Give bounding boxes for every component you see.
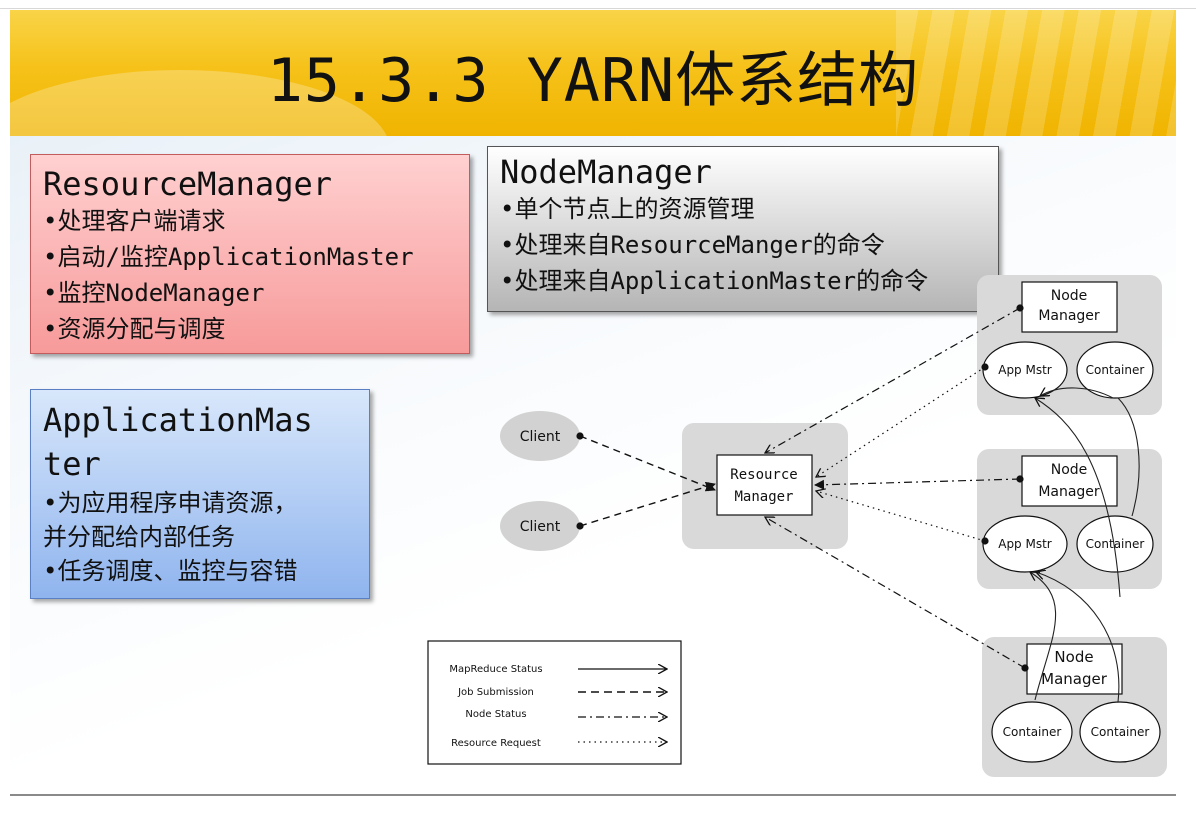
slide-title: 15.3.3 YARN体系结构 [266, 46, 920, 116]
application-master-item: 并分配给内部任务 [43, 523, 235, 551]
node-manager-item: •单个节点上的资源管理 [500, 195, 755, 223]
container-label: Container [1086, 537, 1145, 551]
resource-request-edge [816, 367, 985, 477]
resource-manager-node [716, 454, 813, 516]
mapreduce-status-edge [1030, 572, 1056, 701]
application-master-item: •为应用程序申请资源， [43, 489, 298, 517]
legend-label: Node Status [465, 709, 526, 720]
application-master-heading-cont: ter [43, 445, 101, 483]
node-manager-item: •处理来自ApplicationMaster的命令 [500, 267, 929, 295]
resource-manager-item: •资源分配与调度 [43, 315, 226, 343]
node-manager-label: Node [1051, 288, 1088, 304]
client-node-1 [500, 411, 580, 461]
job-submission-edge [576, 432, 716, 492]
node-manager-3 [1026, 643, 1123, 695]
mapreduce-status-edge [1117, 397, 1140, 517]
node-manager-box: NodeManager •单个节点上的资源管理 •处理来自ResourceMan… [487, 146, 999, 312]
node-manager-heading: NodeManager [500, 153, 712, 191]
application-master-item: •任务调度、监控与容错 [43, 557, 298, 585]
container-label: Container [1086, 363, 1145, 377]
node-manager-label: Node [1054, 648, 1093, 666]
client-label-1: Client [520, 429, 561, 445]
application-master-heading: ApplicationMas [43, 401, 313, 439]
node-manager-label: Manager [1038, 308, 1100, 324]
node-manager-2 [1021, 455, 1118, 507]
container-node-3a [991, 701, 1073, 763]
resource-manager-item: •处理客户端请求 [43, 207, 226, 235]
mapreduce-status-edge [1036, 572, 1120, 703]
node-manager-item: •处理来自ResourceManger的命令 [500, 231, 885, 259]
node-status-edge [765, 517, 1025, 668]
title-banner: 15.3.3 YARN体系结构 [10, 10, 1176, 136]
container-label: Container [1003, 725, 1062, 739]
resource-manager-heading: ResourceManager [43, 165, 332, 203]
client-node-2 [500, 501, 580, 551]
app-master-label: App Mstr [998, 363, 1052, 377]
legend-box [427, 640, 682, 765]
legend-label: MapReduce Status [449, 664, 542, 675]
node-manager-label: Manager [1038, 484, 1100, 500]
resource-manager-label: Resource [730, 467, 797, 483]
container-label: Container [1091, 725, 1150, 739]
container-node-3b [1079, 701, 1161, 763]
bottom-divider [10, 794, 1176, 796]
keyboard-decoration [896, 10, 1176, 136]
legend-label: Resource Request [451, 738, 541, 749]
resource-manager-item: •监控NodeManager [43, 279, 265, 307]
mapreduce-status-edge [1040, 388, 1114, 399]
legend-label: Job Submission [457, 687, 534, 698]
node-status-edge [814, 475, 1024, 490]
mapreduce-status-edge [1035, 398, 1121, 598]
resource-manager-box: ResourceManager •处理客户端请求 •启动/监控Applicati… [30, 154, 470, 354]
resource-manager-label: Manager [734, 489, 793, 505]
resource-request-edge [816, 491, 985, 541]
resource-manager-item: •启动/监控ApplicationMaster [43, 243, 414, 271]
container-node-2 [1076, 515, 1154, 573]
node-manager-label: Node [1051, 462, 1088, 478]
app-master-label: App Mstr [998, 537, 1052, 551]
top-divider [0, 8, 1196, 9]
client-label-2: Client [520, 519, 561, 535]
node-manager-label: Manager [1041, 670, 1108, 688]
application-master-box: ApplicationMas ter •为应用程序申请资源， 并分配给内部任务 … [30, 389, 370, 599]
container-node-1 [1076, 341, 1154, 399]
